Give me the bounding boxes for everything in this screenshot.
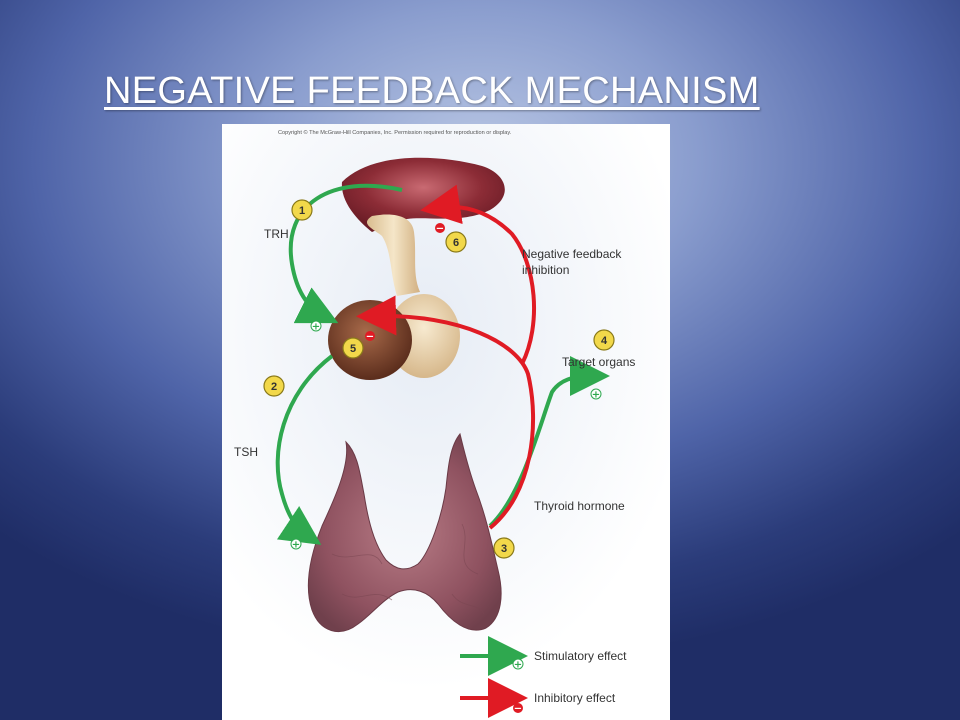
step-circle-5: 5 [342,337,364,359]
svg-text:6: 6 [453,237,459,249]
svg-text:−: − [514,704,522,715]
svg-text:3: 3 [501,543,507,555]
feedback-diagram: Copyright © The McGraw-Hill Companies, I… [222,124,670,720]
svg-text:−: − [436,224,444,235]
target-organs-arrow [488,356,610,528]
thyroid-hormone-label: Thyroid hormone [534,499,625,513]
trh-arrow [288,183,403,324]
tsh-label: TSH [234,445,258,459]
svg-text:+: + [292,540,300,551]
pituitary-stalk-shape [366,214,420,296]
tsh-arrow [275,354,334,545]
feedback-pituitary-arrow [356,295,536,530]
svg-text:+: + [312,322,320,333]
minus-sign-hypothalamus: − [435,223,445,235]
plus-sign-tsh: + [290,538,302,551]
minus-sign-pituitary: − [365,331,375,343]
diagram-canvas: Copyright © The McGraw-Hill Companies, I… [222,124,670,720]
step-circle-3: 3 [493,537,515,559]
target-organs-label: Target organs [562,355,635,369]
svg-text:−: − [366,332,374,343]
svg-text:2: 2 [271,381,277,393]
svg-text:1: 1 [299,205,305,217]
slide-title: NEGATIVE FEEDBACK MECHANISM [104,70,760,112]
step-circle-2: 2 [263,375,285,397]
legend-inhibitory-label: Inhibitory effect [534,691,616,705]
copyright-notice: Copyright © The McGraw-Hill Companies, I… [278,129,512,136]
step-circle-1: 1 [291,199,313,221]
legend-stimulatory-label: Stimulatory effect [534,649,627,663]
svg-text:+: + [592,390,600,401]
plus-sign-trh: + [310,320,322,333]
legend: + Stimulatory effect − Inhibitory effect [460,636,627,718]
step-circle-6: 6 [445,231,467,253]
inhibition-label: inhibition [522,263,569,277]
svg-text:4: 4 [601,335,608,347]
step-circle-4: 4 [593,329,615,351]
svg-text:5: 5 [350,343,356,355]
plus-sign-target: + [590,388,602,401]
negative-feedback-label: Negative feedback [522,247,622,261]
svg-text:+: + [514,660,522,671]
legend-stimulatory: + Stimulatory effect [460,636,627,676]
trh-label: TRH [264,227,289,241]
feedback-hypothalamus-arrow [420,184,537,365]
thyroid-gland-shape [307,432,502,632]
legend-inhibitory: − Inhibitory effect [460,678,616,718]
thyroid-texture [331,523,485,615]
